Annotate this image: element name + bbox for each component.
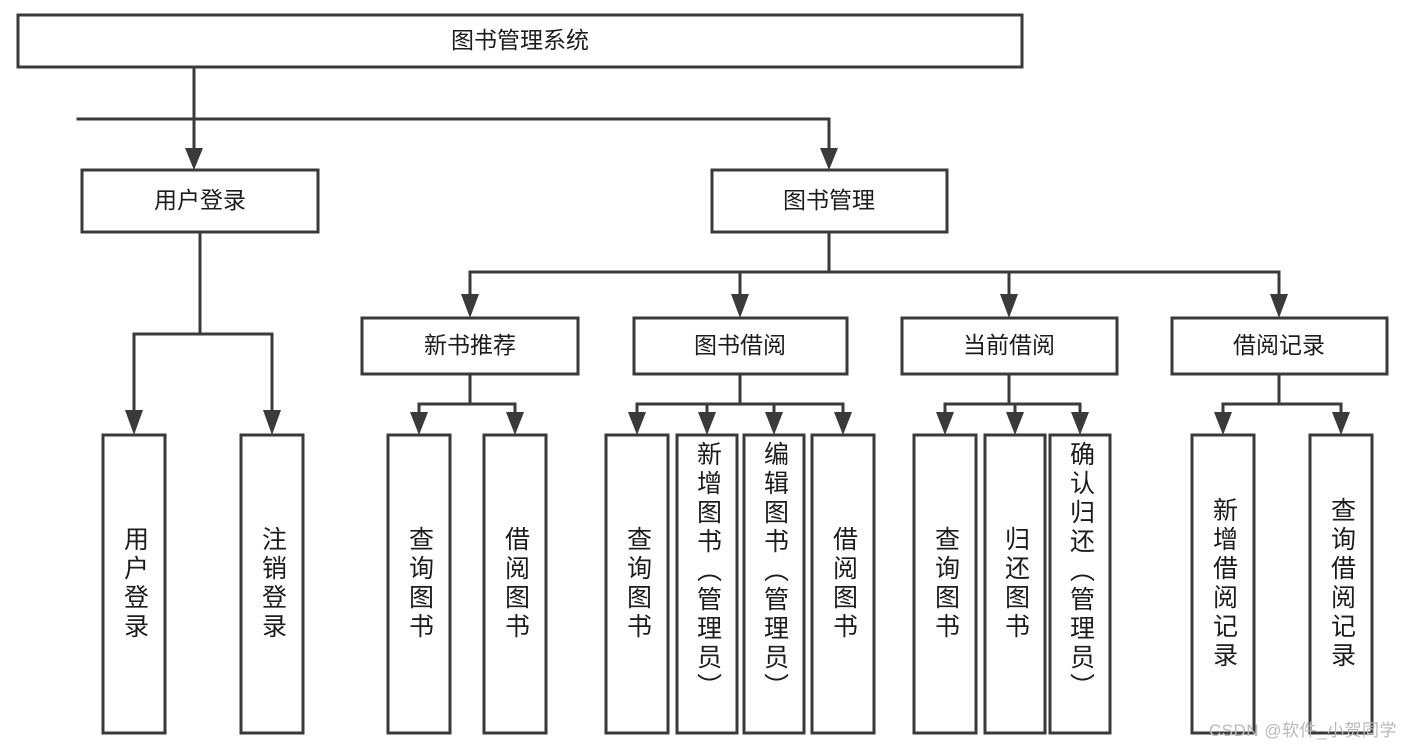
leaf-edit-book-admin-text-area: 编辑图书（管理员） [760, 441, 789, 702]
leaf-borrow-book-box[interactable] [810, 433, 876, 735]
leaf-borrow-book-text-area: 借阅图书 [829, 526, 858, 642]
node-user-login-label: 用户登录 [154, 187, 246, 213]
leaf-confirm-return-admin-text-area: 确认归还（管理员） [1066, 441, 1095, 702]
node-root-system-label: 图书管理系统 [451, 27, 589, 53]
leaf-borrow-query-book-label: 查询图书 [623, 526, 652, 642]
arrow-head-new-book-recommend [461, 294, 479, 318]
leaf-add-borrow-record-label: 新增借阅记录 [1209, 497, 1238, 671]
arrow-head-borrow-leaf-4 [834, 412, 852, 435]
leaf-recommend-query-book-text-area: 查询图书 [405, 526, 434, 642]
leaf-recommend-borrow-book[interactable]: 借阅图书 [482, 433, 548, 735]
node-current-borrow-label: 当前借阅 [963, 332, 1055, 358]
leaf-query-borrow-record-text-area: 查询借阅记录 [1327, 497, 1356, 671]
leaf-add-book-admin[interactable]: 新增图书（管理员） [675, 433, 739, 735]
leaf-recommend-query-book[interactable]: 查询图书 [386, 433, 452, 735]
arrow-head-recommend-leaf-1 [410, 412, 428, 435]
leaf-add-borrow-record-text-area: 新增借阅记录 [1209, 497, 1238, 671]
node-new-book-recommend[interactable]: 新书推荐 [360, 316, 580, 376]
leaf-return-book[interactable]: 归还图书 [983, 433, 1047, 735]
node-book-borrow[interactable]: 图书借阅 [632, 316, 849, 376]
leaf-query-borrow-record-label: 查询借阅记录 [1327, 497, 1356, 671]
node-borrow-record[interactable]: 借阅记录 [1170, 316, 1389, 376]
node-root-system[interactable]: 图书管理系统 [16, 13, 1024, 69]
arrow-head-book-borrow [731, 294, 749, 318]
arrow-head-record-leaf-1 [1214, 412, 1232, 435]
arrow-head-borrow-record [1270, 294, 1288, 318]
arrow-head-current-leaf-3 [1071, 412, 1089, 435]
arrow-head-book-manage [820, 148, 838, 170]
node-new-book-recommend-label: 新书推荐 [424, 332, 516, 358]
leaf-user-login[interactable]: 用户登录 [101, 433, 167, 735]
leaf-query-borrow-record[interactable]: 查询借阅记录 [1308, 433, 1374, 735]
node-borrow-record-label: 借阅记录 [1233, 332, 1325, 358]
leaf-confirm-return-admin-label: 确认归还（管理员） [1066, 441, 1095, 702]
node-current-borrow-box[interactable] [900, 316, 1119, 376]
leaf-add-borrow-record[interactable]: 新增借阅记录 [1190, 433, 1256, 735]
leaf-add-book-admin-text-area: 新增图书（管理员） [693, 441, 722, 702]
leaf-borrow-book-label: 借阅图书 [829, 526, 858, 642]
node-book-management[interactable]: 图书管理 [710, 168, 949, 234]
leaf-current-query-book-box[interactable] [912, 433, 978, 735]
leaf-borrow-query-book-text-area: 查询图书 [623, 526, 652, 642]
arrow-head-borrow-leaf-1 [628, 412, 646, 435]
leaf-recommend-query-book-label: 查询图书 [405, 526, 434, 642]
leaf-user-login-label: 用户登录 [120, 526, 149, 642]
leaf-current-query-book-label: 查询图书 [931, 526, 960, 642]
arrow-head-leaf-user-login [125, 410, 143, 435]
leaf-return-book-box[interactable] [983, 433, 1047, 735]
leaf-recommend-borrow-book-box[interactable] [482, 433, 548, 735]
leaf-user-login-box[interactable] [101, 433, 167, 735]
arrow-head-borrow-leaf-3 [765, 412, 783, 435]
node-new-book-recommend-box[interactable] [360, 316, 580, 376]
leaf-edit-book-admin[interactable]: 编辑图书（管理员） [742, 433, 806, 735]
node-user-login-box[interactable] [80, 168, 320, 234]
node-book-borrow-label: 图书借阅 [694, 332, 786, 358]
leaf-recommend-borrow-book-label: 借阅图书 [501, 526, 530, 642]
leaf-user-login-text-area: 用户登录 [120, 526, 149, 642]
leaf-borrow-query-book-box[interactable] [604, 433, 670, 735]
leaf-borrow-query-book[interactable]: 查询图书 [604, 433, 670, 735]
leaf-edit-book-admin-label: 编辑图书（管理员） [760, 441, 789, 702]
leaf-confirm-return-admin-box[interactable] [1048, 433, 1112, 735]
leaf-current-query-book[interactable]: 查询图书 [912, 433, 978, 735]
leaf-borrow-book[interactable]: 借阅图书 [810, 433, 876, 735]
arrow-head-current-borrow [1000, 294, 1018, 318]
leaf-logout[interactable]: 注销登录 [239, 433, 305, 735]
leaf-recommend-borrow-book-text-area: 借阅图书 [501, 526, 530, 642]
leaf-add-book-admin-box[interactable] [675, 433, 739, 735]
leaf-logout-box[interactable] [239, 433, 305, 735]
arrow-head-recommend-leaf-2 [506, 412, 524, 435]
node-borrow-record-box[interactable] [1170, 316, 1389, 376]
leaf-add-book-admin-label: 新增图书（管理员） [693, 441, 722, 702]
arrow-head-record-leaf-2 [1332, 412, 1350, 435]
node-user-login[interactable]: 用户登录 [80, 168, 320, 234]
node-book-management-label: 图书管理 [783, 187, 875, 213]
leaf-current-query-book-text-area: 查询图书 [931, 526, 960, 642]
leaf-confirm-return-admin[interactable]: 确认归还（管理员） [1048, 433, 1112, 735]
leaf-recommend-query-book-box[interactable] [386, 433, 452, 735]
arrow-head-borrow-leaf-2 [698, 412, 716, 435]
leaf-return-book-text-area: 归还图书 [1001, 526, 1030, 642]
leaf-query-borrow-record-box[interactable] [1308, 433, 1374, 735]
node-root-system-box[interactable] [16, 13, 1024, 69]
leaf-return-book-label: 归还图书 [1001, 526, 1030, 642]
node-book-borrow-box[interactable] [632, 316, 849, 376]
leaf-logout-label: 注销登录 [258, 526, 287, 642]
node-current-borrow[interactable]: 当前借阅 [900, 316, 1119, 376]
arrow-head-user-login [185, 148, 203, 170]
connector-layer [76, 65, 1350, 435]
leaf-logout-text-area: 注销登录 [258, 526, 287, 642]
leaf-add-borrow-record-box[interactable] [1190, 433, 1256, 735]
arrow-head-current-leaf-1 [936, 412, 954, 435]
arrow-head-current-leaf-2 [1006, 412, 1024, 435]
node-book-management-box[interactable] [710, 168, 949, 234]
arrow-head-leaf-logout [263, 410, 281, 435]
leaf-edit-book-admin-box[interactable] [742, 433, 806, 735]
csdn-watermark: CSDN @软件_小贺同学 [1208, 721, 1397, 740]
